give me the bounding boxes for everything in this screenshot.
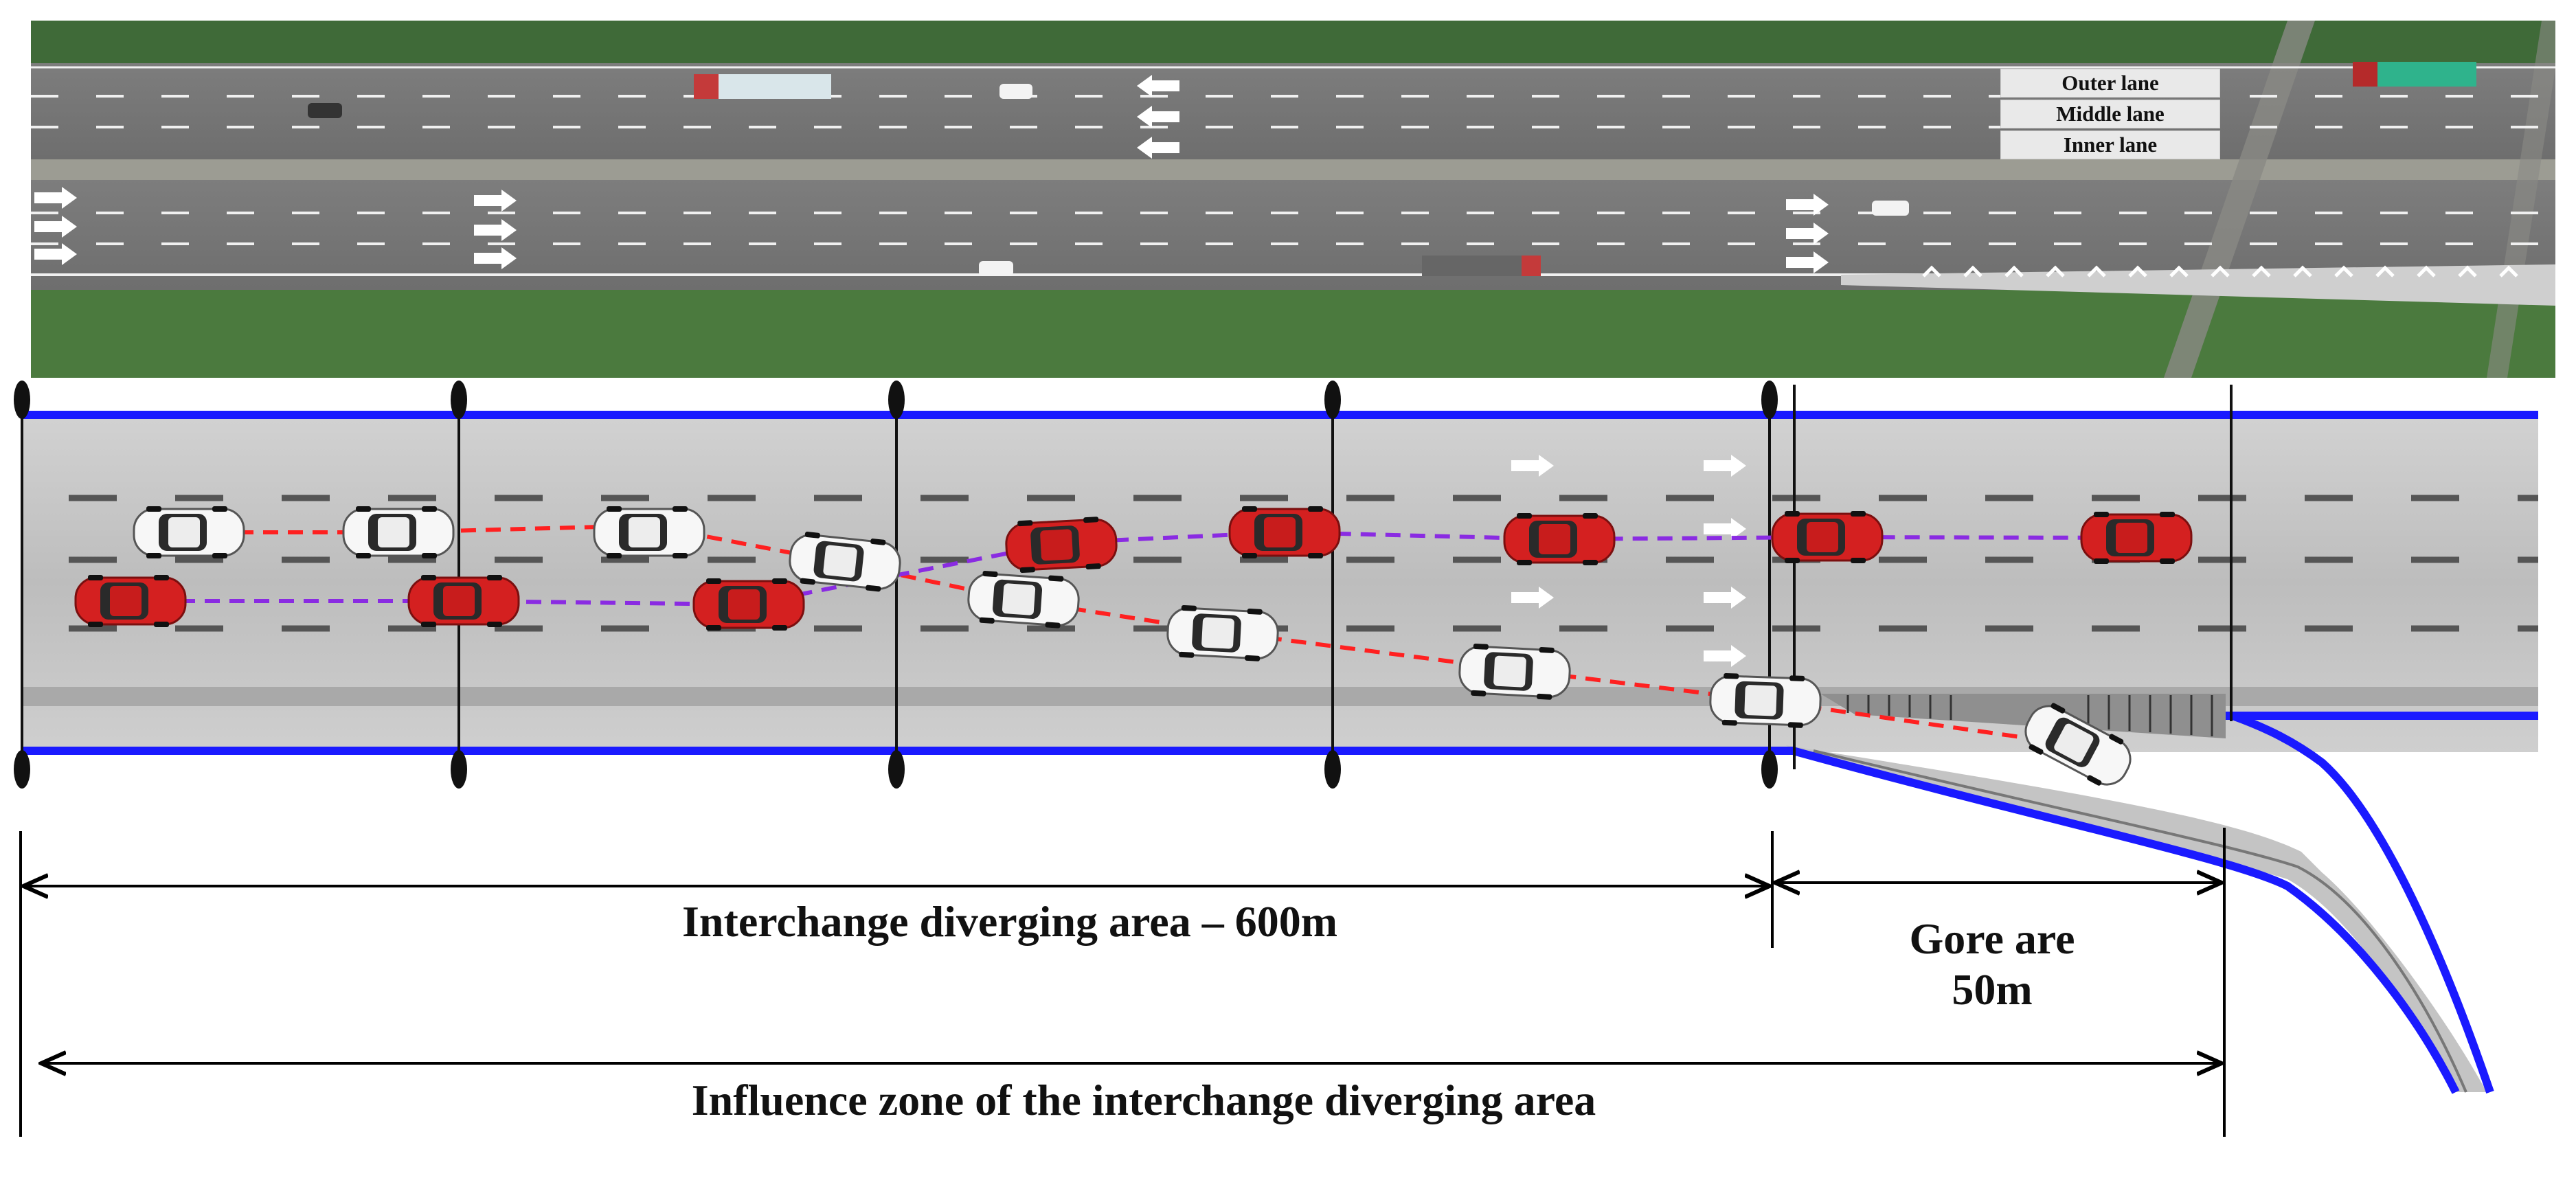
vehicle-white xyxy=(342,505,455,560)
vehicle-red xyxy=(74,574,187,628)
lane-label-inner: Inner lane xyxy=(2000,131,2220,159)
influence-zone-label: Influence zone of the interchange diverg… xyxy=(691,1076,1596,1124)
vehicle-red xyxy=(1228,505,1341,560)
dimension-lines xyxy=(19,828,2226,1137)
vehicle-white xyxy=(593,505,705,560)
vehicle-red xyxy=(407,574,520,628)
vehicle-white xyxy=(966,569,1081,631)
vehicle-red xyxy=(1004,514,1119,575)
gore-area-label-line2: 50m xyxy=(1952,964,2033,1014)
gore-area-label: Gore are 50m xyxy=(1800,914,2184,1015)
gore-area-label-line1: Gore are xyxy=(1909,914,2075,963)
vehicle-white xyxy=(1708,671,1822,730)
vehicle-white xyxy=(133,505,245,560)
lane-label-middle: Middle lane xyxy=(2000,100,2220,128)
vehicle-white xyxy=(1165,603,1280,664)
vehicle-red xyxy=(1771,510,1884,565)
vehicle-red xyxy=(2080,510,2193,565)
vehicle-red xyxy=(692,577,805,632)
diverging-area-label: Interchange diverging area – 600m xyxy=(682,897,1337,946)
vehicle-white xyxy=(1457,642,1572,702)
vehicle-red xyxy=(1503,512,1616,567)
detector-markers xyxy=(14,381,1778,789)
lane-label-outer: Outer lane xyxy=(2000,69,2220,98)
